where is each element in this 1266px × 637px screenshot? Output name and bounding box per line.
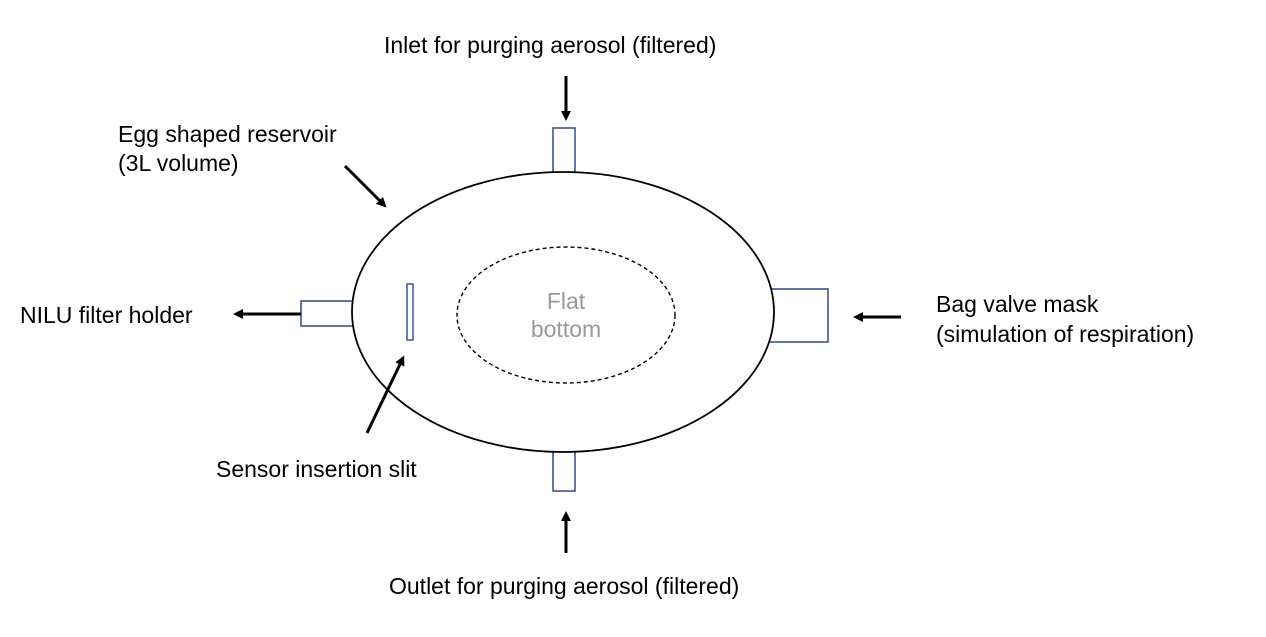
reservoir-label-line2: (3L volume) [118, 150, 239, 176]
nilu-port [300, 300, 357, 327]
bag-valve-label-line2: (simulation of respiration) [936, 321, 1195, 347]
sensor-label: Sensor insertion slit [216, 456, 417, 482]
reservoir-arrow [343, 164, 387, 208]
sensor-arrow [365, 355, 405, 434]
flat-bottom-label-line1: Flat [546, 288, 586, 314]
sensor-slit [406, 283, 414, 341]
inlet-label: Inlet for purging aerosol (filtered) [384, 32, 717, 58]
nilu-label: NILU filter holder [20, 302, 193, 328]
inlet-port [552, 127, 576, 177]
flat-bottom-label: Flat bottom [516, 287, 616, 343]
flat-bottom-outline [456, 246, 676, 384]
reservoir-label-line1: Egg shaped reservoir [118, 121, 337, 147]
outlet-label: Outlet for purging aerosol (filtered) [389, 573, 740, 599]
flat-bottom-label-line2: bottom [530, 316, 602, 342]
bag-valve-label-line1: Bag valve mask [936, 291, 1099, 317]
bag-valve-port [767, 288, 829, 343]
egg-shaped-reservoir [351, 171, 775, 453]
